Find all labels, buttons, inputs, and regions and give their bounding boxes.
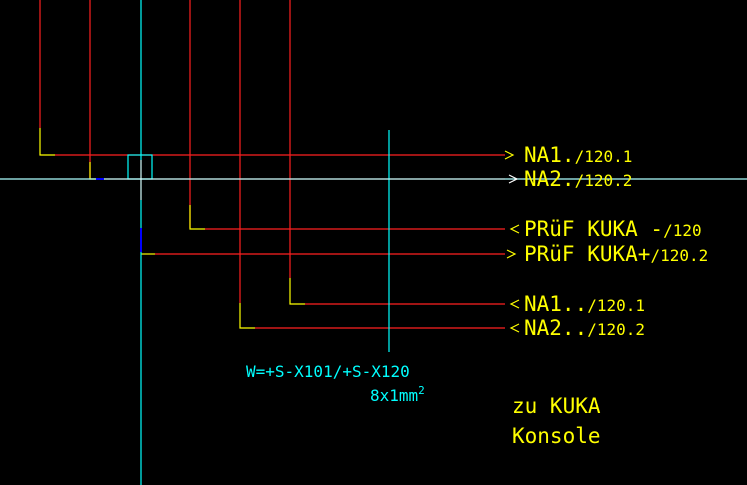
label-na1-b[interactable]: NA1../120.1 bbox=[524, 292, 645, 316]
arrow-left-icon bbox=[509, 323, 520, 333]
label-main: NA2. bbox=[524, 167, 575, 191]
cursor-crosshair bbox=[0, 160, 747, 200]
note-line-2[interactable]: Konsole bbox=[512, 424, 601, 448]
label-pruef-kuka-plus[interactable]: PRüF KUKA+/120.2 bbox=[524, 242, 708, 266]
label-ref: /120.1 bbox=[575, 147, 633, 166]
arrow-group bbox=[504, 150, 520, 333]
label-na1[interactable]: NA1./120.1 bbox=[524, 143, 632, 167]
label-main: NA2.. bbox=[524, 316, 587, 340]
arrow-right-icon bbox=[504, 150, 515, 160]
note: zu KUKA Konsole bbox=[512, 394, 601, 448]
arrow-left-icon bbox=[509, 299, 520, 309]
arrow-right-icon bbox=[508, 174, 519, 184]
corner-na2-b bbox=[239, 303, 255, 329]
arrow-right-icon bbox=[506, 249, 517, 259]
label-ref: /120 bbox=[663, 221, 702, 240]
note-line-1[interactable]: zu KUKA bbox=[512, 394, 601, 418]
label-ref: /120.2 bbox=[650, 246, 708, 265]
label-ref: /120.1 bbox=[587, 296, 645, 315]
tick-group bbox=[96, 178, 142, 252]
corner-na1-b bbox=[289, 278, 305, 305]
label-ref: /120.2 bbox=[587, 320, 645, 339]
label-na2[interactable]: NA2./120.2 bbox=[524, 167, 632, 191]
label-main: NA1.. bbox=[524, 292, 587, 316]
label-main: PRüF KUKA+ bbox=[524, 242, 650, 266]
label-ref: /120.2 bbox=[575, 171, 633, 190]
label-main: PRüF KUKA - bbox=[524, 217, 663, 241]
corner-na1 bbox=[39, 128, 55, 156]
cable-size[interactable]: 8x1mm2 bbox=[370, 384, 425, 405]
corner-pruef-minus bbox=[189, 205, 205, 230]
connector-labels: NA1./120.1 NA2./120.2 PRüF KUKA -/120 PR… bbox=[524, 143, 708, 340]
cable-size-value: 8x1mm bbox=[370, 386, 418, 405]
cable-name[interactable]: W=+S-X101/+S-X120 bbox=[246, 362, 410, 381]
label-pruef-kuka-minus[interactable]: PRüF KUKA -/120 bbox=[524, 217, 702, 241]
label-main: NA1. bbox=[524, 143, 575, 167]
arrow-left-icon bbox=[509, 224, 520, 234]
label-na2-b[interactable]: NA2../120.2 bbox=[524, 316, 645, 340]
cable-size-exp: 2 bbox=[418, 384, 425, 397]
cable-designation: W=+S-X101/+S-X120 8x1mm2 bbox=[246, 362, 425, 405]
